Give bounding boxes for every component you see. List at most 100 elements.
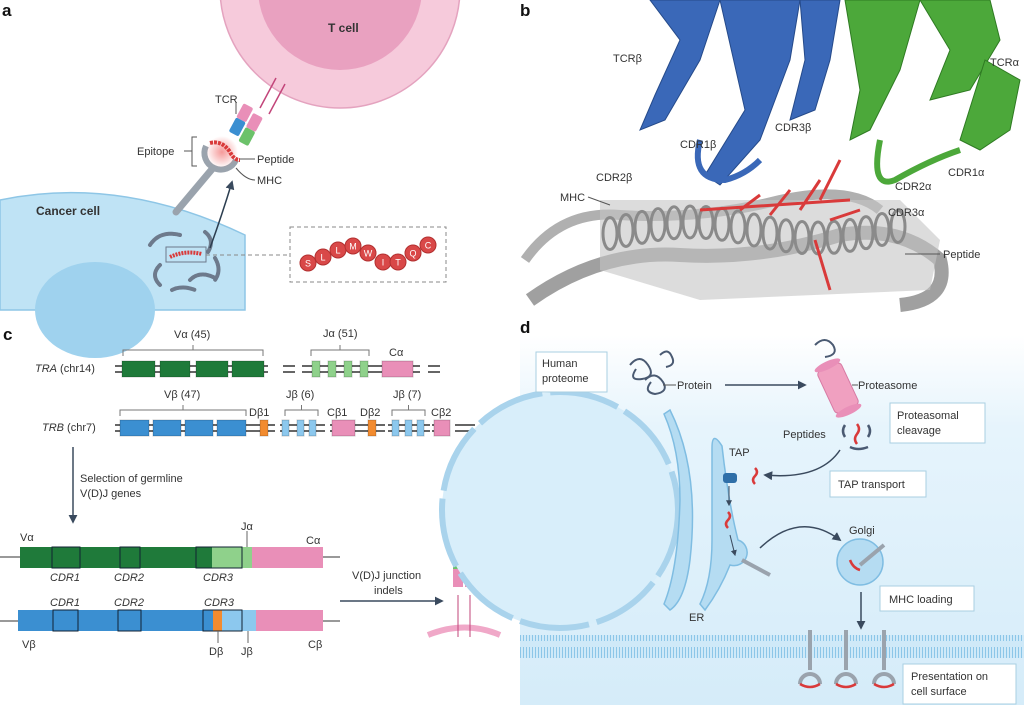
beta-cdr3: CDR3	[204, 597, 235, 609]
j-beta-segment	[391, 419, 400, 437]
proteasome-icon	[814, 358, 862, 418]
amino-acid-bead: L	[329, 241, 347, 259]
j-beta-segment	[308, 419, 317, 437]
va-group-label: Vα (45)	[174, 329, 210, 341]
amino-acid-letter: Q	[409, 249, 416, 259]
jb7-label: Jβ (7)	[393, 389, 421, 401]
beta-d-label: Dβ	[209, 646, 223, 658]
rearranged-beta	[0, 609, 340, 643]
proteasomal-cleavage-box	[889, 402, 986, 444]
panel-d: d	[439, 318, 1024, 705]
panel-letter-b: b	[520, 1, 530, 20]
cancer-cell-nucleus	[35, 262, 155, 358]
panel-letter-d: d	[520, 318, 530, 337]
peptide-icon	[751, 467, 759, 485]
panel-a: a T cell Cancer cell Epitope	[0, 0, 461, 358]
human-proteome-text-2: proteome	[542, 373, 588, 385]
j-alpha-segment	[343, 360, 353, 378]
panel-letter-a: a	[2, 1, 12, 20]
beta-v-label: Vβ	[22, 639, 36, 651]
db2-label: Dβ2	[360, 407, 380, 419]
alpha-cdr1: CDR1	[50, 572, 80, 584]
v-alpha-segment	[121, 360, 156, 378]
amino-acid-bead: Q	[404, 244, 422, 262]
golgi-label: Golgi	[849, 525, 875, 537]
tcra-label: TCRα	[990, 57, 1020, 69]
surface-mhcs	[798, 630, 896, 689]
tcr-label: TCR	[215, 94, 238, 106]
vb-group-label: Vβ (47)	[164, 389, 200, 401]
v-beta-segment	[216, 419, 247, 437]
presentation-text-1: Presentation on	[911, 671, 988, 683]
v-beta-segment	[184, 419, 214, 437]
amino-acid-bead: W	[359, 244, 377, 262]
tap-icon	[723, 473, 737, 483]
tcr-alpha-structure	[844, 0, 1021, 185]
tap-transport-arrow	[763, 449, 841, 481]
tap-transport-text: TAP transport	[838, 479, 905, 491]
amino-acid-bead: C	[419, 236, 437, 254]
ca-gene-label: Cα	[389, 347, 404, 359]
peptide-label: Peptide	[257, 154, 294, 166]
jb6-label: Jβ (6)	[286, 389, 314, 401]
proteasome-label: Proteasome	[858, 380, 917, 392]
cdr3a-label: CDR3α	[888, 207, 925, 219]
j-beta-segment	[296, 419, 305, 437]
j-beta-segment	[416, 419, 425, 437]
amino-acid-bead: S	[299, 254, 317, 272]
junction-text-1: V(D)J junction	[352, 570, 421, 582]
peptide-structure	[699, 159, 861, 291]
v-alpha-segment	[231, 360, 265, 378]
alpha-j-label: Jα	[241, 521, 254, 533]
t-cell-nucleus	[258, 0, 422, 70]
panel-c: c TRA (chr14) TRB (chr7) Vα (45) Jα (51)…	[0, 325, 502, 658]
amino-acid-bead: L	[314, 248, 332, 266]
tcr-beta-structure	[639, 0, 841, 186]
epitope-label: Epitope	[137, 146, 174, 158]
d-beta2-segment	[367, 419, 377, 437]
mhc-structure-label: MHC	[560, 192, 585, 204]
er-label: ER	[689, 612, 704, 624]
amino-acid-letter: M	[349, 242, 357, 252]
cleavage-text-1: Proteasomal	[897, 410, 959, 422]
t-cell-label: T cell	[328, 21, 359, 35]
j-alpha-segment	[359, 360, 369, 378]
tra-label: TRA	[35, 363, 57, 375]
alpha-cdr2: CDR2	[114, 572, 144, 584]
panel-b: b TCRβ TCRα	[520, 0, 1021, 312]
epitope-bracket	[191, 136, 197, 167]
tcr-graphic	[229, 77, 286, 146]
v-beta-segment	[119, 419, 150, 437]
protein-label: Protein	[677, 380, 712, 392]
amino-acid-letter: L	[335, 246, 340, 256]
alpha-cdr3: CDR3	[203, 572, 234, 584]
selection-text-2: V(D)J genes	[80, 488, 142, 500]
beta-c-label: Cβ	[308, 639, 322, 651]
mhc-loading-box	[879, 585, 975, 612]
cancer-cell-label: Cancer cell	[36, 204, 100, 218]
mhc-loading-text: MHC loading	[889, 594, 953, 606]
tap-transport-box	[829, 470, 927, 498]
beta-j-label: Jβ	[241, 646, 253, 658]
presentation-text-2: cell surface	[911, 686, 967, 698]
v-alpha-segment	[195, 360, 229, 378]
beta-cdr1: CDR1	[50, 597, 80, 609]
rearranged-alpha	[0, 531, 340, 569]
human-proteome-text-1: Human	[542, 358, 577, 370]
tap-label: TAP	[729, 447, 750, 459]
trb-chr: (chr7)	[64, 422, 96, 434]
svg-text:TRB (chr7): TRB (chr7)	[42, 422, 96, 434]
j-beta-segment	[404, 419, 413, 437]
amino-acid-letter: L	[320, 253, 325, 263]
golgi	[836, 538, 884, 586]
mhc-label: MHC	[257, 175, 282, 187]
trb-label: TRB	[42, 422, 64, 434]
c-alpha-segment	[381, 360, 414, 378]
nucleus	[439, 389, 681, 631]
cell-membrane	[520, 635, 1024, 658]
cdr1b-label: CDR1β	[680, 139, 716, 151]
db1-label: Dβ1	[249, 407, 269, 419]
tcrb-label: TCRβ	[613, 53, 642, 65]
junction-text-2: indels	[374, 585, 403, 597]
